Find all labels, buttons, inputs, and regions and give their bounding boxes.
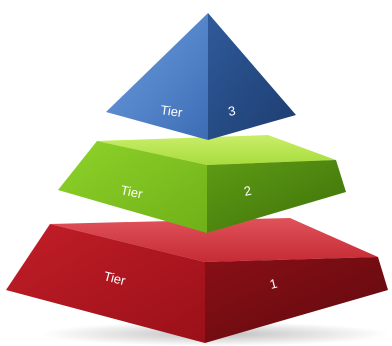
tier-2-right-face [207, 160, 346, 233]
tier-3-block [106, 13, 296, 140]
tier-1-label: Tier [102, 268, 128, 288]
tier-1-top-face [50, 218, 378, 262]
tier-3-left-face [106, 13, 208, 140]
tier-2-top-face [97, 135, 336, 165]
tier-1-left-face [6, 224, 205, 343]
tier-1-number: 1 [268, 276, 279, 292]
tier-1-right-face [205, 257, 388, 343]
tier-2-number: 2 [243, 183, 253, 199]
tier-3-label: Tier [160, 102, 184, 120]
tier-3-number: 3 [227, 103, 237, 119]
tier-3-right-face [208, 13, 296, 140]
tier-1-block [6, 218, 388, 343]
tier-2-block [58, 135, 346, 233]
tier-2-label: Tier [119, 182, 144, 201]
tier-2-left-face [58, 141, 207, 233]
